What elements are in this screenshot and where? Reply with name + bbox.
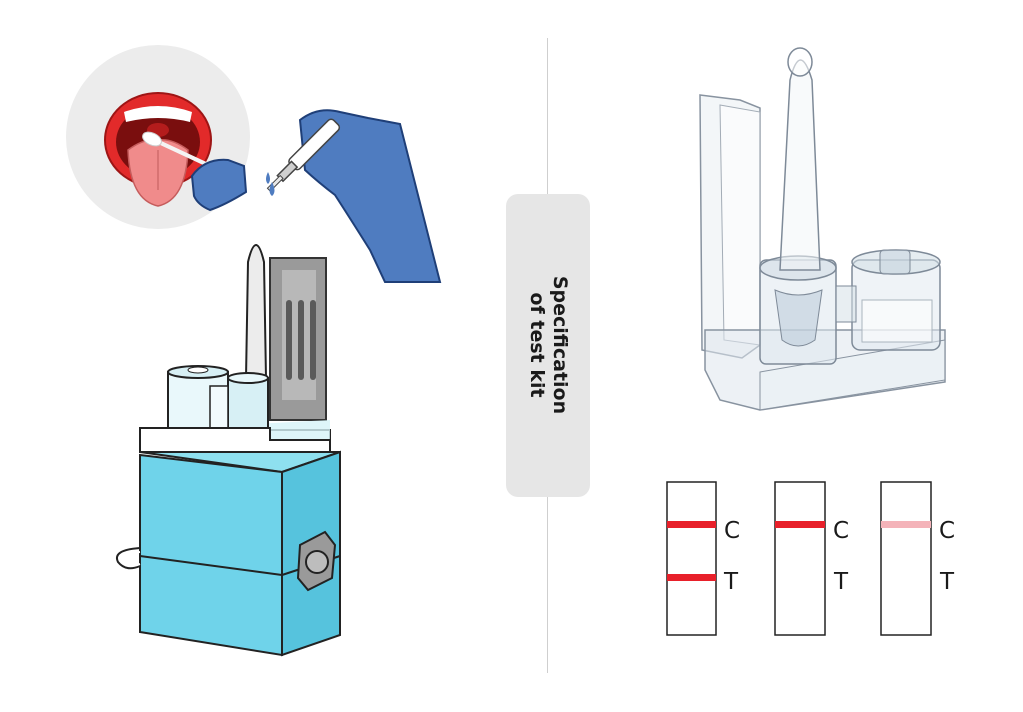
strip-3-t-label: T [939,569,955,595]
spec-label-box [506,194,590,497]
strip-2-control-line [775,521,825,528]
strip-1-c-label: C [724,518,740,544]
divider-line-bottom [547,497,548,673]
strip-2-t-label: T [833,569,849,595]
strip-3-body [880,481,932,636]
test-strip-negative: C T [774,481,849,636]
droplet-2 [269,182,275,196]
upper-teeth [124,106,192,122]
strip-1-control-line [667,521,716,528]
strip-2-body [774,481,826,636]
dropper-illustration [266,109,442,283]
device-body-front [139,453,283,657]
divider-line-top [547,38,548,194]
droplet-1 [266,172,270,184]
test-strip-positive: C T [666,481,740,636]
strip-1-body [666,481,717,636]
strip-1-t-label: T [723,569,739,595]
strip-1-test-line [667,574,716,581]
transparent-kit-illustration [699,47,946,411]
strip-3-control-line [881,521,931,528]
swab-tube [244,244,268,379]
strip-2-c-label: C [833,518,849,544]
swab-tip [142,131,162,147]
mouth-swab-illustration [66,45,250,229]
device-cable-icon [116,547,141,570]
transparent-swab-tube [779,59,821,271]
test-strips: C T C T C T [666,481,955,636]
gloved-hand-swab-icon [190,158,248,212]
test-device-illustration [116,244,341,657]
strip-3-c-label: C [939,518,955,544]
gloved-hand-dropper-icon [298,109,442,283]
dropper-bottle-icon [266,118,341,192]
test-strip-invalid: C T [880,481,955,636]
